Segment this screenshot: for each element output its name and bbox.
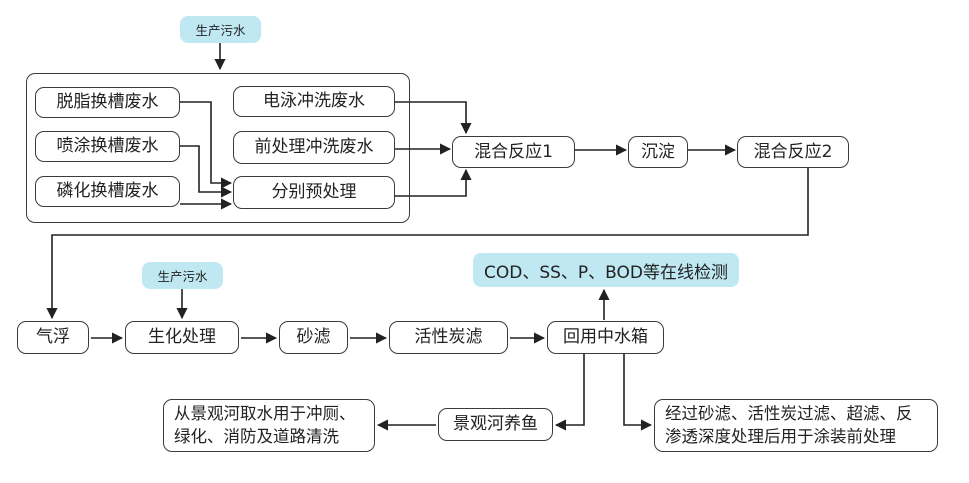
pretreatment-rinse-box: 前处理冲洗废水	[233, 131, 395, 164]
sedimentation-box: 沉淀	[628, 136, 688, 168]
monitoring-tag: COD、SS、P、BOD等在线检测	[473, 253, 739, 287]
advanced-treatment-box: 经过砂滤、活性炭过滤、超滤、反 渗透深度处理后用于涂装前处理	[654, 399, 938, 452]
reclaimed-water-tank-box: 回用中水箱	[547, 321, 664, 354]
phosphating-bath-box: 磷化换槽废水	[35, 176, 180, 207]
landscape-use-box: 从景观河取水用于冲厕、 绿化、消防及道路清洗	[163, 399, 375, 452]
sand-filtration-box: 砂滤	[279, 321, 348, 354]
source-tag-bottom: 生产污水	[142, 262, 223, 289]
landscape-use-line-1: 从景观河取水用于冲厕、	[174, 403, 356, 423]
landscape-fish-box: 景观河养鱼	[438, 408, 553, 441]
advanced-treatment-line-2: 渗透深度处理后用于涂装前处理	[665, 426, 896, 446]
spraying-bath-box: 喷涂换槽废水	[35, 131, 180, 162]
air-flotation-box: 气浮	[17, 321, 89, 354]
advanced-treatment-line-1: 经过砂滤、活性炭过滤、超滤、反	[665, 403, 913, 423]
degreasing-bath-box: 脱脂换槽废水	[35, 87, 180, 118]
mix-reaction-2-box: 混合反应2	[737, 136, 849, 168]
separate-pretreatment-box: 分别预处理	[233, 176, 395, 209]
mix-reaction-1-box: 混合反应1	[452, 136, 575, 168]
source-tag-top: 生产污水	[180, 16, 261, 43]
activated-carbon-filtration-box: 活性炭滤	[389, 321, 508, 354]
arrow-tank-to-fish	[554, 354, 585, 431]
electrophoresis-rinse-box: 电泳冲洗废水	[233, 86, 395, 117]
biochemical-treatment-box: 生化处理	[125, 321, 239, 354]
landscape-use-line-2: 绿化、消防及道路清洗	[174, 426, 339, 446]
arrow-tank-to-advanced	[623, 354, 653, 431]
